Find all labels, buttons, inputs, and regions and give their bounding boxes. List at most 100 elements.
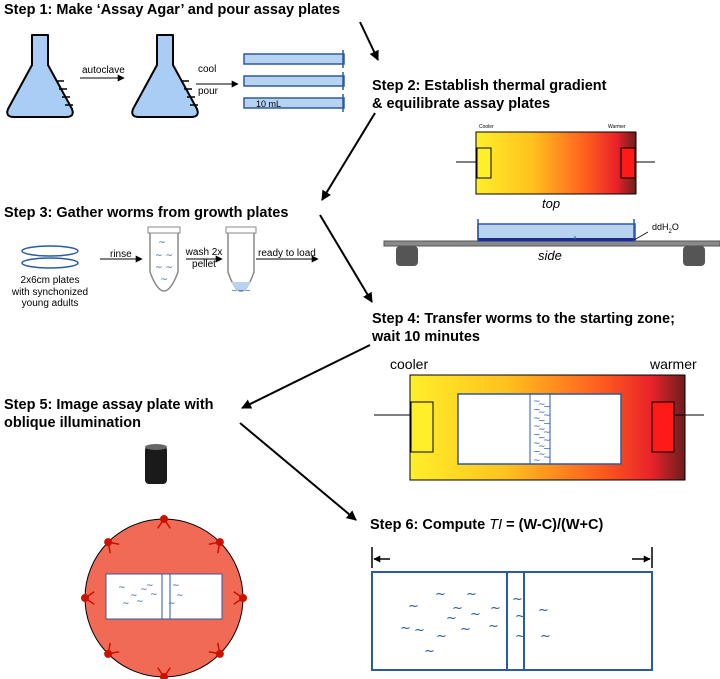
svg-text:~: ~: [160, 275, 168, 285]
petri-dish-icon: [84, 518, 244, 678]
worm-icon: ~: [400, 621, 411, 636]
lamp-ray: [157, 518, 165, 529]
lamp-ray: [163, 667, 171, 678]
worm-icon: ~: [543, 453, 551, 463]
cooler-label-small: Cooler: [479, 124, 494, 130]
lamp-ray: [84, 591, 95, 599]
worm-icon: ~: [470, 607, 481, 622]
worm-icon: ~: [538, 417, 546, 427]
worm-icon: ~: [414, 623, 425, 638]
worm-icon: ~: [538, 450, 546, 460]
illumination-lamps: [81, 515, 247, 679]
worm-icon: ~: [512, 592, 523, 607]
worm-icon: ~: [176, 591, 184, 601]
worm-icon: ~: [540, 629, 551, 644]
flask-icon: [6, 34, 74, 118]
worm-icon: ~: [543, 419, 551, 429]
lamp-ray: [157, 667, 165, 678]
arrow-icon: [321, 112, 376, 201]
worm-cluster: ~~~~~~~~~~: [118, 581, 184, 609]
starting-zone-plate: [374, 374, 704, 481]
lamp-ray: [233, 597, 244, 605]
svg-text:~ ~: ~ ~: [155, 251, 173, 261]
lamp-ray: [84, 597, 95, 605]
warmer-label-small: Warmer: [608, 124, 626, 130]
worm-icon: ~: [130, 591, 138, 601]
worm-icon: ~: [424, 644, 435, 659]
worm-icon: ~: [543, 436, 551, 446]
worm-icon: ~: [466, 587, 477, 602]
worm-icon: ~: [452, 601, 463, 616]
worm-icon: ~: [543, 445, 551, 455]
thermal-gradient-side: [383, 219, 720, 266]
worm-icon: ~: [533, 422, 541, 432]
worm-icon: ~: [533, 439, 541, 449]
svg-text:~ ~: ~ ~: [155, 263, 173, 273]
worm-icon: ~: [136, 597, 144, 607]
lamp-ray: [208, 541, 221, 545]
camera-icon: [145, 444, 167, 484]
step-3-title: Step 3: Gather worms from growth plates: [4, 205, 289, 221]
worm-cluster: ~~~~~~~~~~~~~~~~~~~~~~: [533, 397, 551, 466]
lamp-ray: [107, 541, 120, 545]
step-6-title: Step 6: Compute TI = (W-C)/(W+C): [370, 517, 604, 533]
svg-text:~~~: ~~~: [231, 286, 251, 295]
arrow-icon: [241, 344, 371, 409]
worm-icon: ~: [460, 622, 471, 637]
step-4-title-line2: wait 10 minutes: [372, 329, 480, 345]
lamp-ray: [233, 591, 244, 599]
worm-icon: ~: [488, 619, 499, 634]
worm-icon: ~: [122, 599, 130, 609]
worm-icon: ~: [543, 428, 551, 438]
flask-icon: [131, 34, 199, 118]
worm-icon: ~: [533, 447, 541, 457]
lamp-ray: [208, 651, 221, 655]
petri-dish-icon: [21, 245, 79, 269]
step-2-title-line1: Step 2: Establish thermal gradient: [372, 78, 607, 94]
step-5-title-line2: oblique illumination: [4, 415, 141, 431]
worm-icon: ~: [538, 433, 546, 443]
worm-icon: ~: [543, 403, 551, 413]
lamp-ray: [107, 651, 120, 655]
cooler-label: cooler: [390, 356, 429, 372]
worm-icon: ~: [538, 400, 546, 410]
thermal-gradient-top: [456, 131, 655, 195]
autoclave-label: autoclave: [82, 65, 125, 76]
top-view-label: top: [542, 196, 561, 211]
svg-text:~: ~: [158, 238, 166, 248]
step-2-title-line2: & equilibrate assay plates: [372, 96, 551, 112]
step-4-title-line1: Step 4: Transfer worms to the starting z…: [372, 311, 675, 327]
warmer-label: warmer: [650, 356, 697, 372]
pour-label: pour: [198, 86, 219, 97]
lamp-ray: [107, 541, 111, 554]
worm-icon: ~: [538, 408, 546, 418]
assay-plates: [243, 50, 345, 112]
worm-icon: ~: [533, 405, 541, 415]
worm-icon: ~: [150, 590, 158, 600]
worm-icon: ~: [172, 581, 180, 591]
worm-icon: ~: [533, 397, 541, 407]
cool-label: cool: [198, 64, 217, 75]
worm-icon: ~: [140, 585, 148, 595]
volume-label: 10 mL: [256, 99, 282, 109]
lamp-ray: [163, 518, 171, 529]
step-1-title: Step 1: Make ‘Assay Agar’ and pour assay…: [4, 2, 341, 18]
arrow-icon: [239, 422, 357, 521]
worm-icon: ~: [533, 456, 541, 466]
step-5-title-line1: Step 5: Image assay plate with: [4, 397, 214, 413]
lamp-ray: [217, 541, 221, 554]
worm-icon: ~: [515, 629, 526, 644]
worm-icon: ~: [538, 425, 546, 435]
worm-icon: ~: [533, 414, 541, 424]
worm-icon: ~: [543, 411, 551, 421]
worm-icon: ~: [146, 581, 154, 591]
worm-cluster: ~~~~~~~~~~~~~~~~~~: [400, 587, 551, 659]
scoring-plate: [371, 547, 653, 671]
worm-icon: ~: [168, 599, 176, 609]
worm-icon: ~: [490, 601, 501, 616]
worm-icon: ~: [408, 599, 419, 614]
